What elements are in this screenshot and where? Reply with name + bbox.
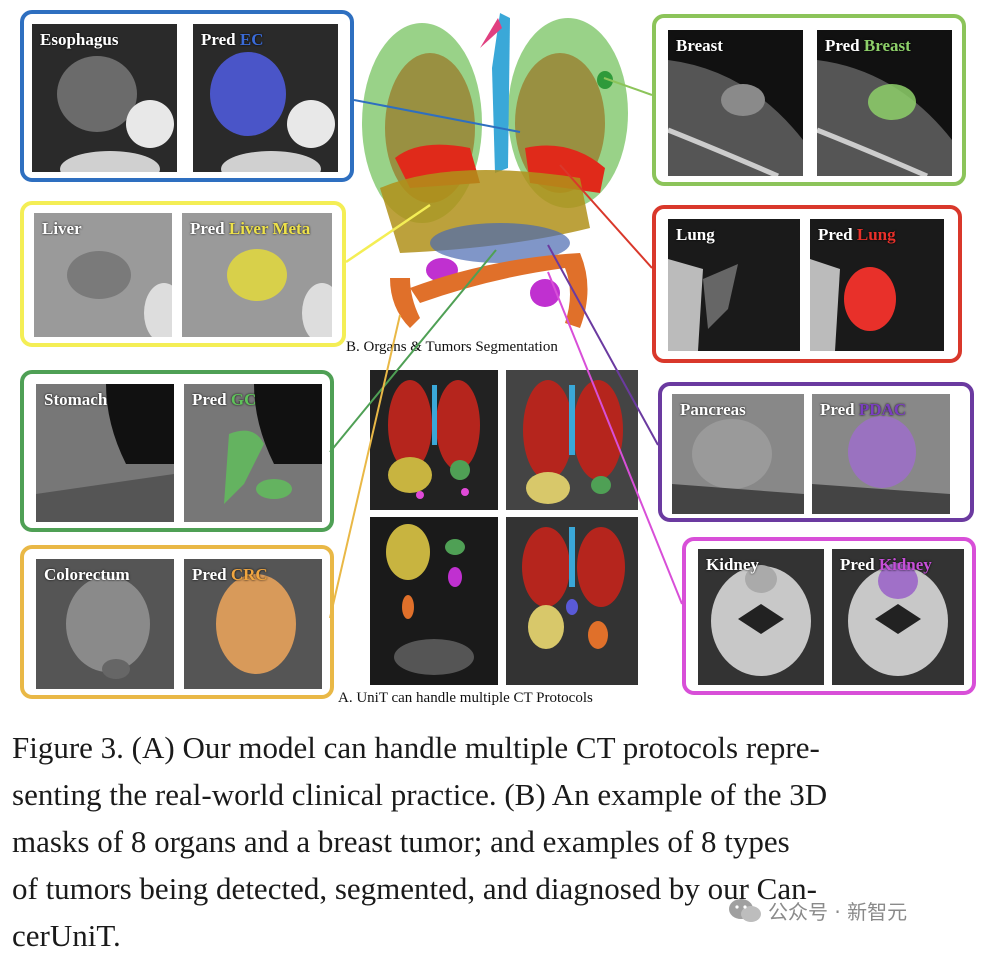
pred-type-esophagus: EC (239, 30, 264, 49)
scan-stomach-pred: Pred GC (184, 384, 322, 522)
pred-type-kidney: Kidney (878, 555, 932, 574)
pred-label-liver: Pred Liver Meta (190, 219, 311, 238)
figure: B. Organs & Tumors Segmentation (20, 10, 976, 706)
caption-line-2: senting the real-world clinical practice… (12, 777, 828, 812)
label-lung: Lung (676, 225, 715, 244)
organ-3d-render (362, 13, 628, 328)
panel-breast: Breast Pred Breast (652, 14, 966, 186)
scan-kidney: Kidney (698, 549, 824, 685)
scan-liver-pred: Pred Liver Meta (182, 213, 332, 337)
panel-pancreas: Pancreas Pred PDAC (658, 382, 974, 522)
scan-stomach: Stomach (36, 384, 174, 522)
caption-line-3: masks of 8 organs and a breast tumor; an… (12, 824, 790, 859)
figure-caption: Figure 3. (A) Our model can handle multi… (12, 724, 988, 959)
scan-esophagus-pred: Pred EC (193, 24, 338, 172)
pred-label-colorectum: Pred CRC (192, 565, 268, 584)
scan-kidney-pred: Pred Kidney (832, 549, 964, 685)
pred-type-stomach: GC (230, 390, 257, 409)
label-kidney: Kidney (706, 555, 759, 574)
ct-coronal-2 (506, 370, 638, 510)
panel-esophagus: Esophagus Pred EC (20, 10, 354, 182)
ct-coronal-4 (506, 517, 638, 685)
panel-liver: Liver Pred Liver Meta (20, 201, 346, 347)
pred-type-lung: Lung (856, 225, 896, 244)
label-esophagus: Esophagus (40, 30, 119, 49)
pred-type-pancreas: PDAC (858, 400, 907, 419)
pred-type-liver: Liver Meta (228, 219, 311, 238)
panel-stomach: Stomach Pred GC (20, 370, 334, 532)
panel-colorectum: Colorectum Pred CRC (20, 545, 334, 699)
organs-sublabel: B. Organs & Tumors Segmentation (346, 339, 558, 355)
pred-label-pancreas: Pred PDAC (820, 400, 907, 419)
caption-line-1: Figure 3. (A) Our model can handle multi… (12, 730, 820, 765)
caption-line-4: of tumors being detected, segmented, and… (12, 871, 817, 906)
pred-label-esophagus: Pred EC (201, 30, 264, 49)
pred-type-breast: Breast (863, 36, 911, 55)
scan-breast: Breast (668, 30, 803, 176)
scan-esophagus: Esophagus (32, 24, 177, 172)
wechat-icon (728, 897, 762, 930)
label-colorectum: Colorectum (44, 565, 130, 584)
label-breast: Breast (676, 36, 723, 55)
scan-breast-pred: Pred Breast (817, 30, 952, 176)
scan-lung-pred: Pred Lung (810, 219, 944, 351)
watermark-text: 公众号 · 新智元 (768, 900, 908, 924)
label-stomach: Stomach (44, 390, 108, 409)
protocols-sublabel: A. UniT can handle multiple CT Protocols (338, 690, 593, 706)
label-liver: Liver (42, 219, 82, 238)
pred-label-breast: Pred Breast (825, 36, 911, 55)
watermark: 公众号 · 新智元 (728, 896, 907, 930)
pred-label-stomach: Pred GC (192, 390, 257, 409)
scan-lung: Lung (668, 219, 800, 351)
scan-liver: Liver (34, 213, 172, 337)
ct-coronal-1 (370, 370, 498, 510)
label-pancreas: Pancreas (680, 400, 746, 419)
scan-pancreas: Pancreas (672, 394, 804, 514)
scan-pancreas-pred: Pred PDAC (812, 394, 950, 514)
pred-label-lung: Pred Lung (818, 225, 896, 244)
scan-colorectum-pred: Pred CRC (184, 559, 322, 689)
scan-colorectum: Colorectum (36, 559, 174, 689)
pred-type-colorectum: CRC (230, 565, 268, 584)
panel-kidney: Kidney Pred Kidney (682, 537, 976, 695)
pred-label-kidney: Pred Kidney (840, 555, 932, 574)
caption-line-5: cerUniT. (12, 918, 121, 953)
ct-coronal-3 (370, 517, 498, 685)
panel-lung: Lung Pred Lung (652, 205, 962, 363)
